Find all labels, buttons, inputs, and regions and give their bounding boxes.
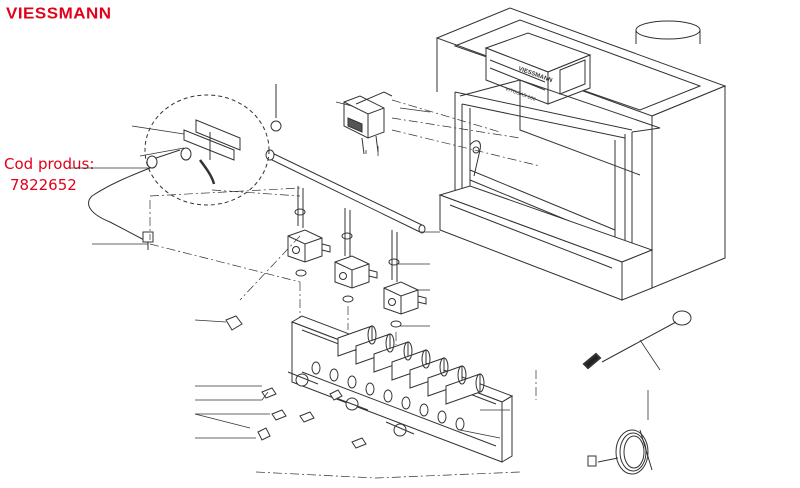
product-code-value: 7822652: [10, 176, 77, 194]
leader-lines: [70, 101, 661, 439]
cleaning-brush: [582, 310, 692, 370]
boiler-cabinet: [435, 7, 727, 301]
pilot-burner-detail: [144, 94, 270, 206]
gas-valve-2: [334, 255, 378, 289]
alignment-lines: [149, 99, 541, 479]
gas-valve-3: [383, 281, 427, 315]
nozzle-parts: [225, 315, 367, 449]
gas-manifold-rod: [265, 149, 426, 328]
screw-top: [270, 84, 282, 132]
pilot-gas-line: [88, 167, 154, 250]
thermocouple-coil: [587, 429, 653, 475]
burner-tubes: [311, 325, 485, 431]
burner-brackets: [287, 371, 415, 437]
viessmann-logo: VIESSMANN: [6, 5, 112, 23]
gas-valve-1: [287, 229, 331, 263]
ignition-module: [343, 91, 393, 155]
product-code-caption: Cod produs:: [4, 155, 95, 173]
product-code-label: Cod produs: 7822652: [4, 154, 94, 196]
